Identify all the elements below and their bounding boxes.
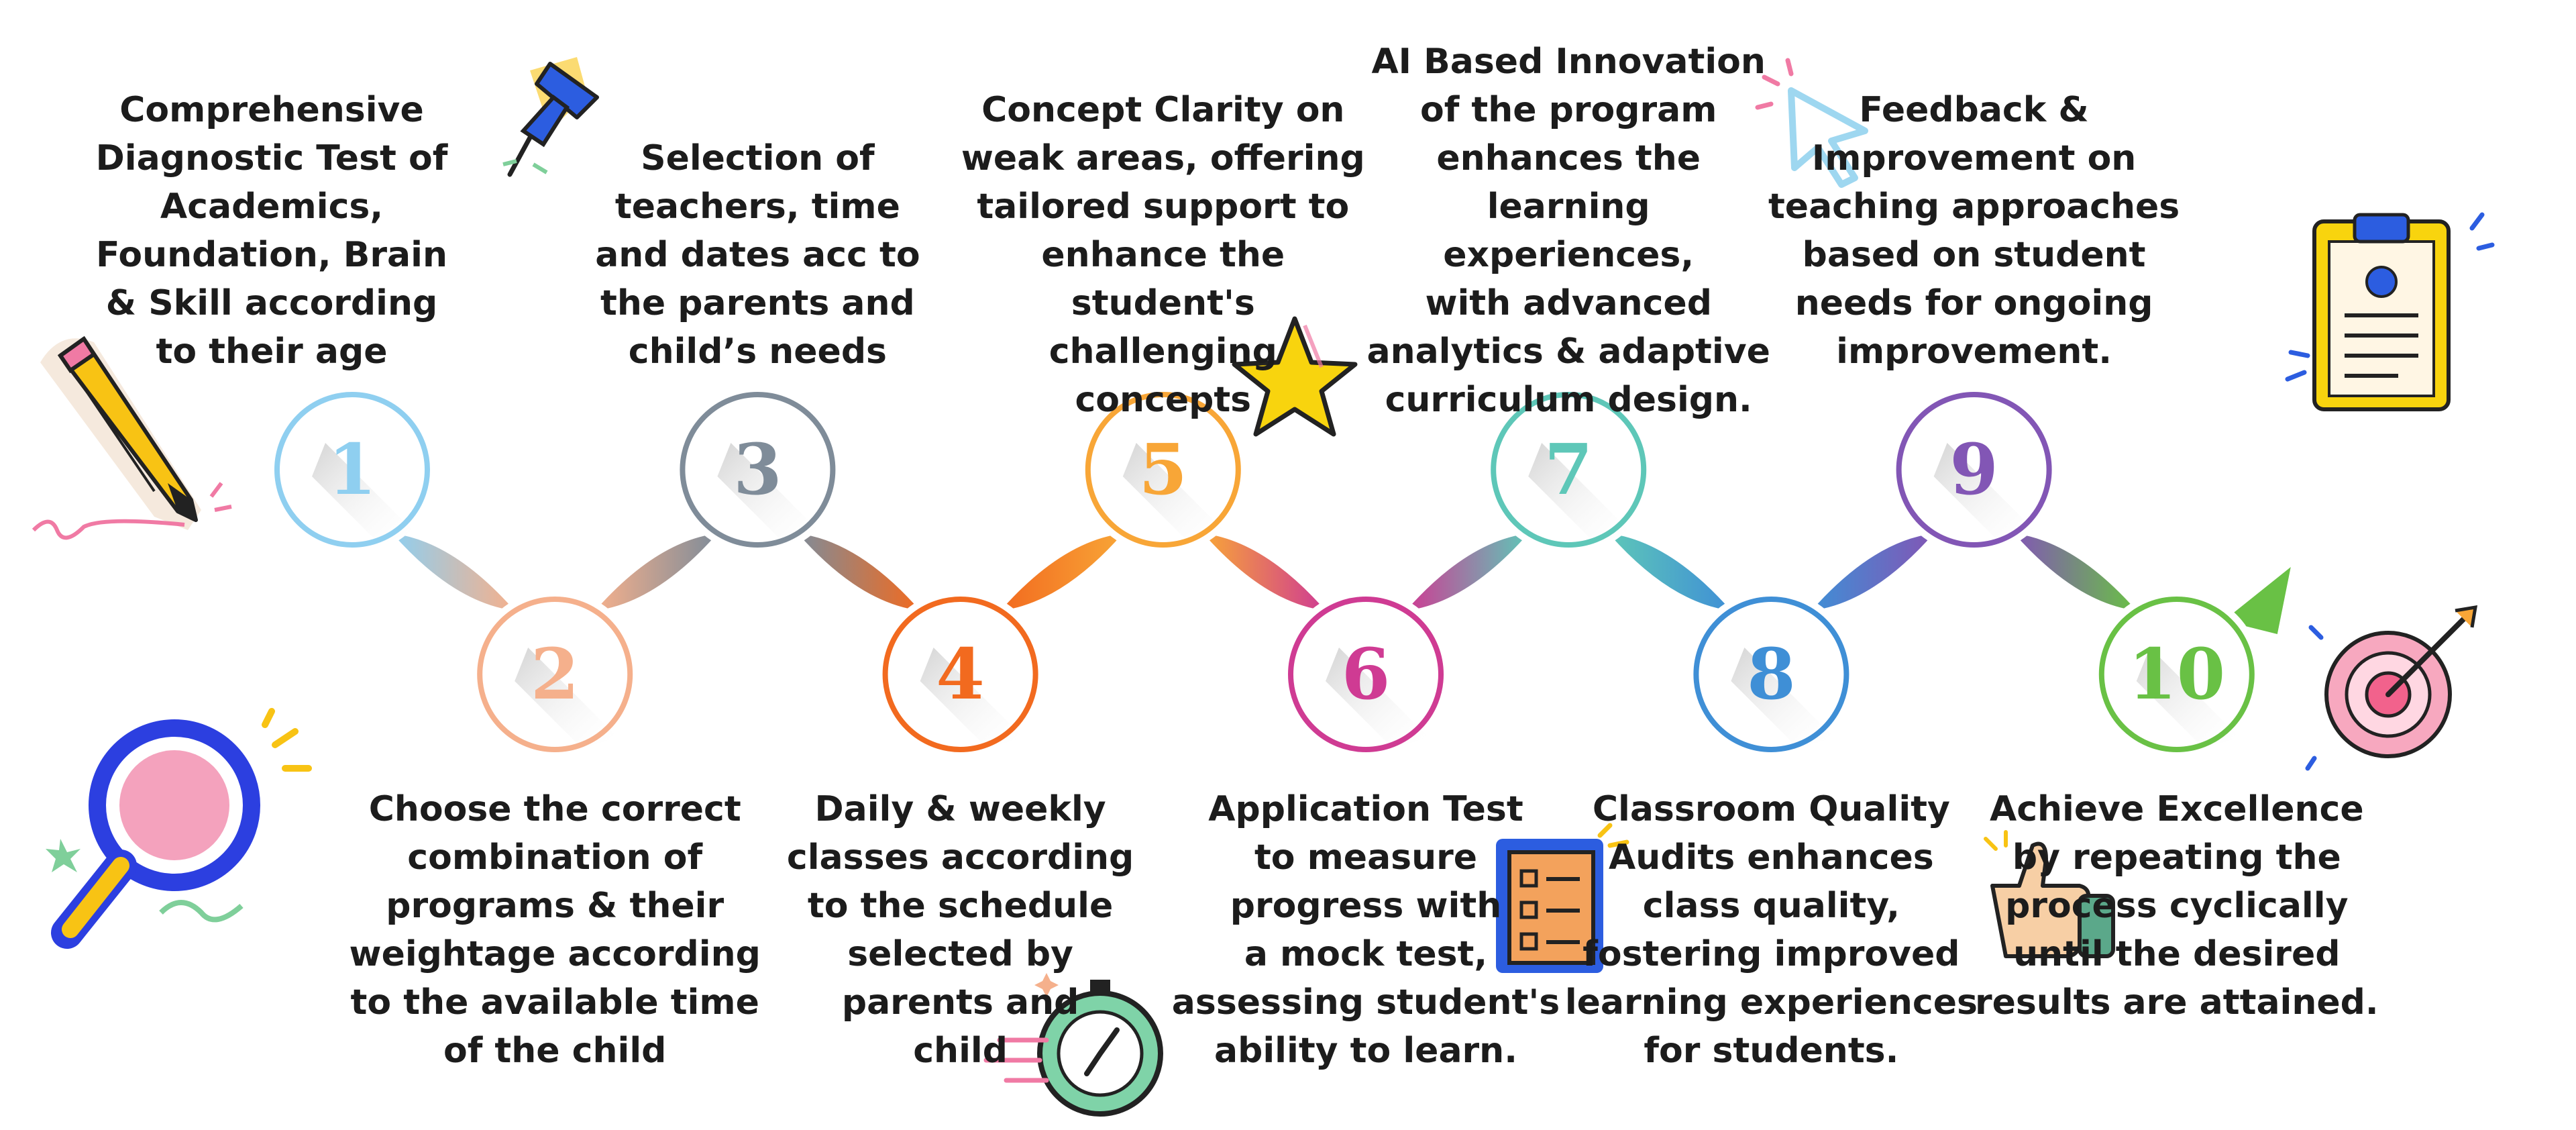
circle-ring <box>680 392 836 548</box>
circle-ring <box>274 392 430 548</box>
connector-3-4 <box>798 533 920 611</box>
connector-5-6 <box>1203 533 1326 611</box>
step-description-6: Application Test to measure progress wit… <box>1171 789 1560 1071</box>
stopwatch-icon <box>983 973 1163 1117</box>
step-description-7: AI Based Innovation of the program enhan… <box>1366 42 1770 420</box>
pencil-icon <box>32 336 232 540</box>
step-circle-7: 7 <box>1484 385 1654 554</box>
circle-ring <box>1491 392 1647 548</box>
circle-shadow <box>2136 648 2241 748</box>
clipboard-icon <box>2285 212 2495 411</box>
connectors-layer <box>392 533 2291 634</box>
step-number: 8 <box>1747 633 1795 715</box>
step-circle-8: 8 <box>1686 590 1856 759</box>
step-description-8: Classroom Quality Audits enhances class … <box>1564 789 1978 1071</box>
circle-shadow <box>1933 443 2038 544</box>
circle-shadow <box>1731 648 1835 748</box>
step-circle-5: 5 <box>1078 385 1248 554</box>
thumbs-up-icon <box>1984 830 2115 958</box>
step-number: 9 <box>1949 428 1998 511</box>
step-circle-4: 4 <box>875 590 1045 759</box>
step-circle-10: 10 <box>2092 590 2261 759</box>
step-description-5: Concept Clarity on weak areas, offering … <box>961 90 1365 420</box>
step-circle-6: 6 <box>1281 590 1450 759</box>
circle-ring <box>1896 392 2052 548</box>
step-description-1: Comprehensive Diagnostic Test of Academi… <box>95 90 448 372</box>
circle-shadow <box>1122 443 1227 544</box>
circle-ring <box>477 597 633 752</box>
step-circle-1: 1 <box>268 385 437 554</box>
step-circle-2: 2 <box>470 590 640 759</box>
step-number: 3 <box>733 428 782 511</box>
connector-2-3 <box>595 533 718 611</box>
step-number: 5 <box>1139 428 1187 511</box>
circle-shadow <box>1528 443 1633 544</box>
circles-layer: 1 2 3 4 5 6 7 8 9 10 <box>268 385 2261 759</box>
step-number: 6 <box>1342 633 1390 715</box>
circle-shadow <box>920 648 1024 748</box>
circle-ring <box>882 597 1038 752</box>
step-circle-9: 9 <box>1889 385 2059 554</box>
circle-ring <box>1693 597 1849 752</box>
magnifier-icon <box>46 708 312 949</box>
connector-tail <box>2223 567 2291 634</box>
circle-shadow <box>312 443 416 544</box>
step-circle-3: 3 <box>673 385 843 554</box>
circle-shadow <box>1326 648 1430 748</box>
step-description-2: Choose the correct combination of progra… <box>349 789 761 1071</box>
circle-shadow <box>515 648 619 748</box>
step-number: 10 <box>2128 633 2225 715</box>
circle-shadow <box>717 443 822 544</box>
target-icon <box>2305 605 2478 771</box>
connector-8-9 <box>1811 533 1934 611</box>
step-description-10: Achieve Excellence by repeating the proc… <box>1974 789 2379 1023</box>
pushpin-icon <box>502 57 599 177</box>
circle-ring <box>1085 392 1241 548</box>
connector-4-5 <box>1000 533 1123 611</box>
connector-1-2 <box>392 533 515 611</box>
cursor-click-icon <box>1755 58 1868 188</box>
connector-7-8 <box>1609 533 1731 611</box>
connector-6-7 <box>1406 533 1529 611</box>
circle-ring <box>2098 597 2255 752</box>
step-number: 2 <box>531 633 579 715</box>
checklist-icon <box>1496 823 1629 973</box>
step-number: 4 <box>936 633 984 715</box>
step-number: 7 <box>1544 428 1593 511</box>
circle-ring <box>1288 597 1444 752</box>
connector-9-10 <box>2014 533 2137 611</box>
star-icon <box>1232 316 1358 437</box>
step-description-3: Selection of teachers, time and dates ac… <box>595 138 920 372</box>
step-description-4: Daily & weekly classes according to the … <box>786 789 1134 1071</box>
step-number: 1 <box>328 428 376 511</box>
step-description-9: Feedback & Improvement on teaching appro… <box>1768 90 2180 372</box>
